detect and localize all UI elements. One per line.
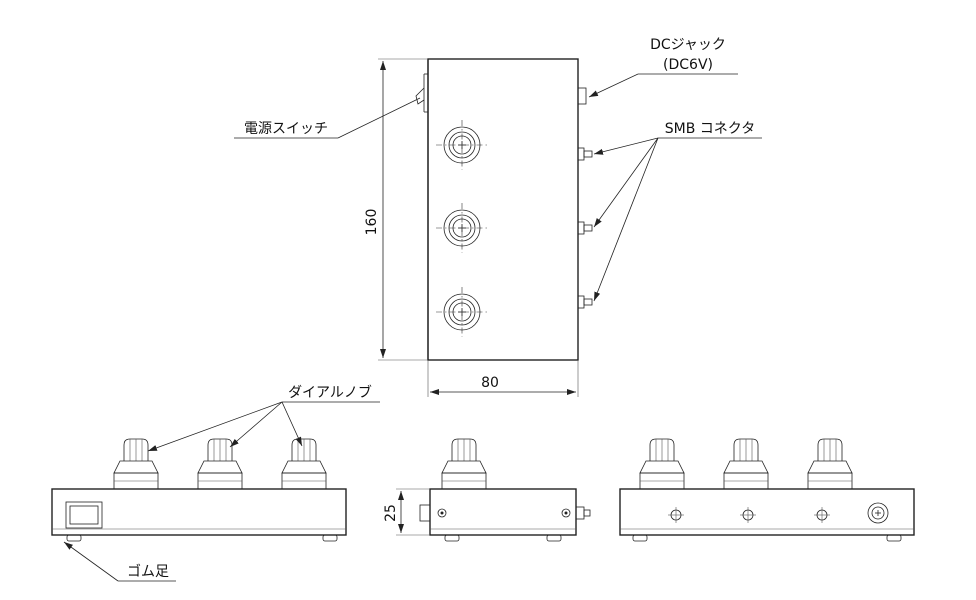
power-switch-front [65, 501, 103, 529]
knob-side-single [441, 438, 487, 490]
dimension-depth: 25 [383, 488, 430, 536]
knob-rear-3 [807, 438, 853, 490]
dimension-height: 160 [364, 58, 428, 361]
smb-connector-1 [577, 147, 593, 161]
callout-dc-jack: DCジャック (DC6V) [588, 37, 738, 98]
label-power-switch: 電源スイッチ [244, 121, 328, 137]
knob-side-3 [281, 438, 327, 490]
callout-smb-connector: SMB コネクタ [593, 121, 762, 302]
front-view [51, 438, 347, 542]
dimension-width-label: 80 [481, 375, 499, 391]
rubber-foot-2 [322, 534, 338, 542]
knob-side-2 [197, 438, 243, 490]
enclosure-rear-outline [619, 488, 915, 536]
side-switch [419, 504, 431, 522]
callout-power-switch: 電源スイッチ [234, 97, 421, 139]
knob-rear-2 [723, 438, 769, 490]
smb-connector-3 [577, 295, 593, 309]
side-view [419, 438, 591, 542]
knob-rear-1 [639, 438, 685, 490]
label-dc-jack: DCジャック [650, 37, 726, 53]
smb-connector-2 [577, 221, 593, 235]
enclosure-top-outline [427, 58, 579, 361]
label-smb-connector: SMB コネクタ [665, 121, 755, 137]
callout-dial-knob: ダイアルノブ [147, 384, 380, 452]
label-dial-knob: ダイアルノブ [288, 384, 372, 401]
power-switch-toggle [415, 87, 425, 105]
rubber-foot-1 [66, 534, 82, 542]
dimension-width: 80 [427, 360, 579, 397]
callout-rubber-foot: ゴム足 [63, 541, 176, 582]
dimension-height-label: 160 [364, 209, 380, 236]
knob-top-2 [443, 209, 481, 247]
knob-top-3 [443, 293, 481, 331]
knob-top-1 [443, 126, 481, 164]
dimension-depth-label: 25 [383, 504, 399, 522]
dc-jack [577, 87, 587, 105]
label-dc-voltage: (DC6V) [663, 57, 713, 73]
rear-dc-jack [867, 502, 889, 524]
side-screw-right [561, 508, 571, 518]
knob-side-1 [113, 438, 159, 490]
enclosure-side-outline [429, 488, 577, 536]
side-dc-jack [575, 506, 585, 520]
side-screw-left [437, 508, 447, 518]
rear-view [619, 438, 915, 542]
label-rubber-foot: ゴム足 [127, 563, 169, 580]
top-view [415, 58, 593, 361]
